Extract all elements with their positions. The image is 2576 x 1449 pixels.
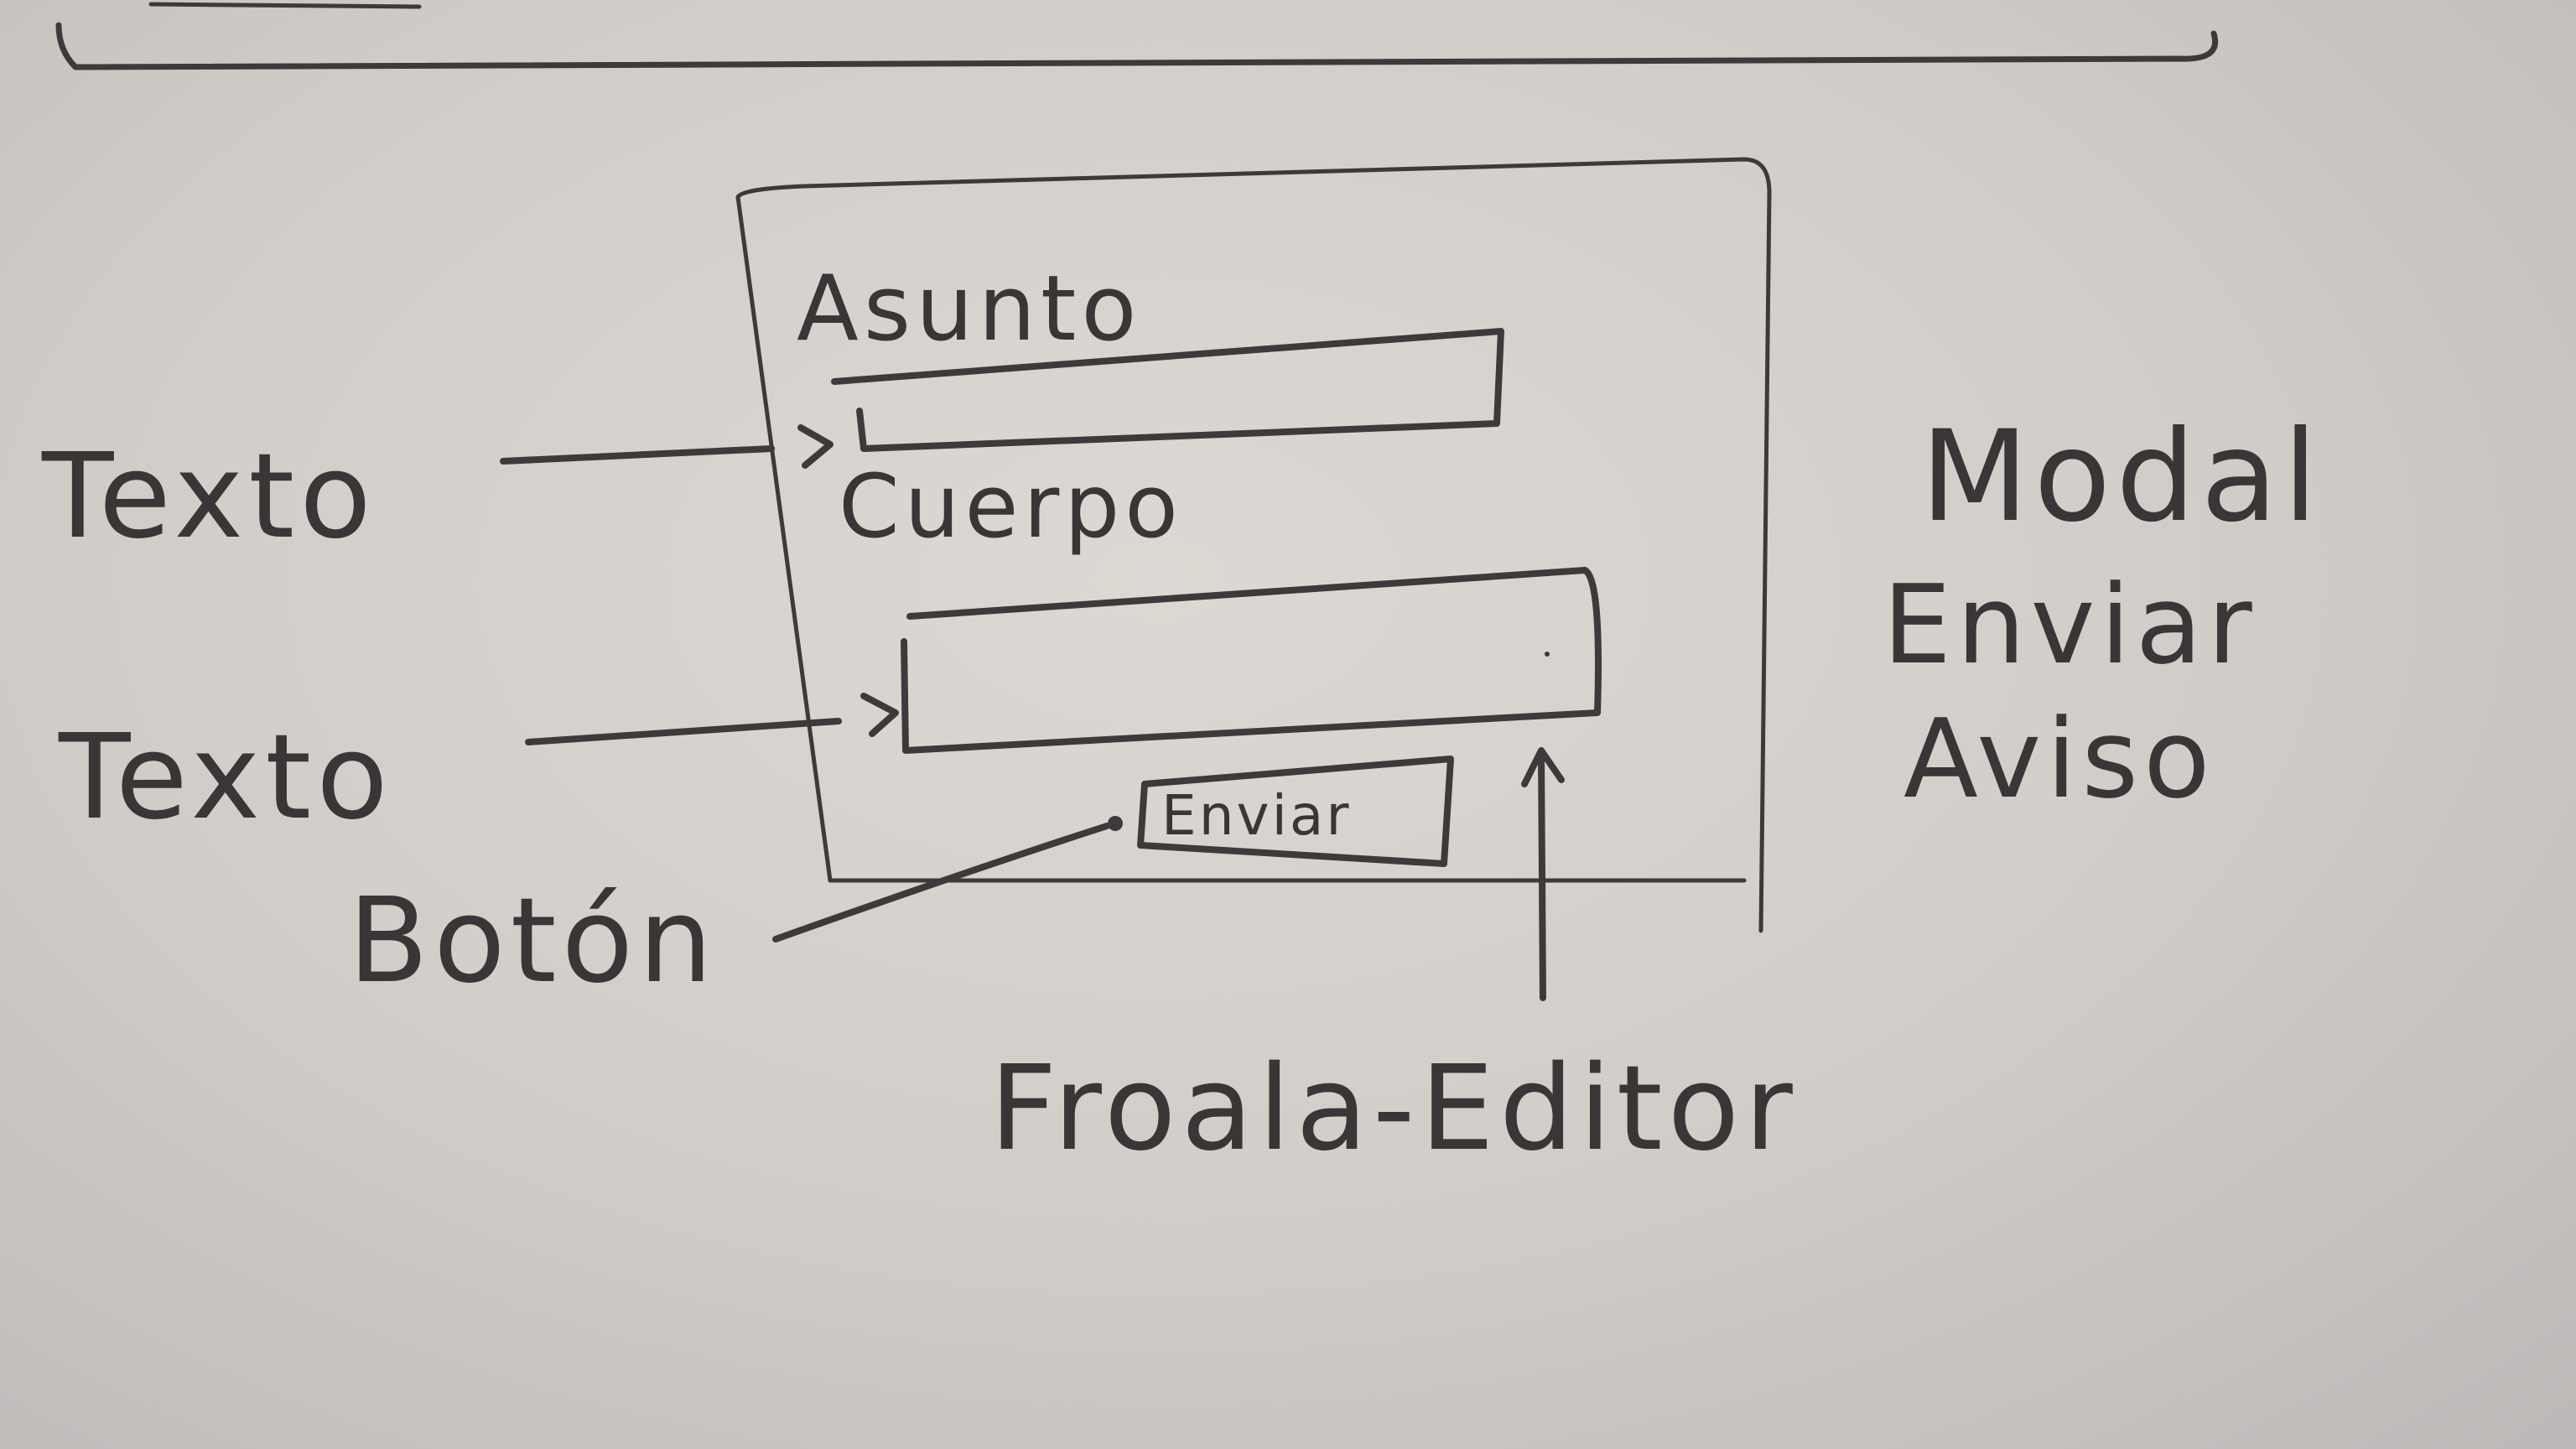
subject-input-arrow (500, 424, 834, 469)
subject-input[interactable] (831, 328, 1504, 452)
button-arrow (772, 816, 1123, 943)
body-label: Cuerpo (839, 455, 1183, 558)
editor-arrow (1521, 747, 1565, 1001)
modal-title-line2: Enviar (1883, 561, 2257, 688)
send-button[interactable]: Enviar (1137, 756, 1454, 867)
body-input-arrow (525, 693, 899, 745)
button-note: Botón (348, 873, 718, 1010)
body-input-note: Texto (58, 709, 393, 846)
previous-sketch-edge (55, 2, 2218, 70)
body-editor[interactable] (901, 567, 1602, 754)
send-button-label: Enviar (1161, 783, 1352, 848)
modal-title-line1: Modal (1920, 404, 2323, 550)
modal-title-line3: Aviso (1903, 695, 2215, 823)
subject-label: Asunto (797, 257, 1141, 361)
subject-input-note: Texto (41, 428, 377, 565)
modal-frame (735, 157, 1772, 933)
editor-note: Froala-Editor (989, 1041, 1798, 1177)
